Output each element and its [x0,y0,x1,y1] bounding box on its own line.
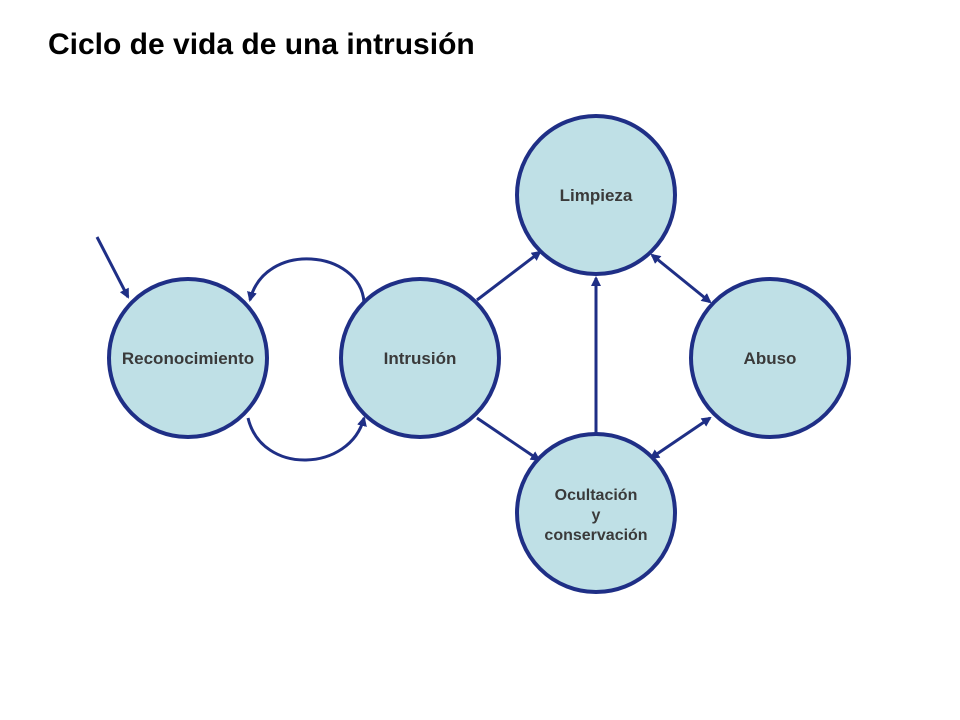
edge-limpieza-abuso-bidirectional [650,253,712,304]
node-circle [515,114,677,276]
page-title: Ciclo de vida de una intrusión [48,28,475,61]
node-reconocimiento: Reconocimiento [107,277,269,439]
edge-intrusion-to-limpieza [476,250,542,302]
node-label-line-3: conservación [544,527,647,544]
node-circle [689,277,851,439]
node-abuso: Abuso [689,277,851,439]
node-circle [339,277,501,439]
edge-abuso-ocultacion-bidirectional [649,416,712,460]
node-label: Reconocimiento [122,349,254,368]
node-label: Abuso [744,349,797,368]
node-intrusion: Intrusión [339,277,501,439]
node-label-line-1: Ocultación [555,487,638,504]
edge-intrusion-to-ocultacion [476,416,541,462]
node-label-line-2: y [592,507,601,524]
node-ocultacion: Ocultación y conservación [515,432,677,594]
node-circle [515,432,677,594]
node-label: Intrusión [384,349,457,368]
node-label: Limpieza [560,186,633,205]
node-limpieza: Limpieza [515,114,677,276]
node-circle [107,277,269,439]
edge-reconocimiento-to-intrusion-loop [246,416,367,462]
edge-entry-to-reconocimiento [95,236,130,299]
edge-intrusion-to-reconocimiento-loop [247,257,366,303]
edges [95,236,712,462]
